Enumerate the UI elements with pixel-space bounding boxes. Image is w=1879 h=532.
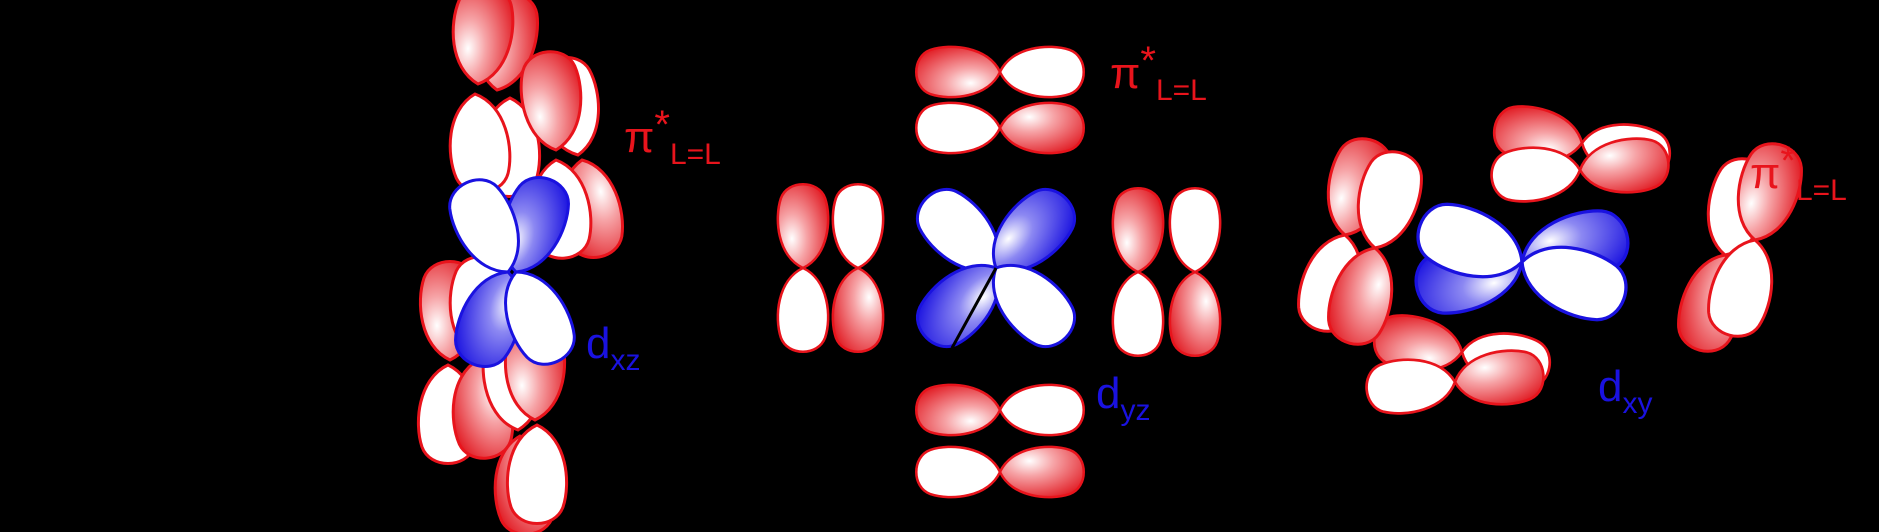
pi-star-label-2: π*L=L xyxy=(1110,39,1207,107)
y-axis-line xyxy=(950,267,998,349)
ligand-pi-star-bottom xyxy=(915,383,1085,499)
dyz-label: dyz xyxy=(1096,369,1151,427)
ligand-pi-star-left xyxy=(776,182,885,354)
ligand-pi-star-bottom xyxy=(1363,309,1556,418)
dxy-label: dxy xyxy=(1598,362,1653,420)
panel-dxz xyxy=(416,0,630,532)
panel-dyz xyxy=(776,45,1222,499)
pi-star-label-3: π*L=L xyxy=(1750,139,1847,207)
panel-dxy xyxy=(1289,100,1811,418)
pi-star-label-1: π*L=L xyxy=(624,103,721,171)
ligand-pi-star-top xyxy=(915,45,1085,155)
dxz-label: dxz xyxy=(586,319,641,377)
ligand-pi-star-top xyxy=(1488,100,1676,206)
ligand-pi-star-right xyxy=(1111,186,1222,358)
